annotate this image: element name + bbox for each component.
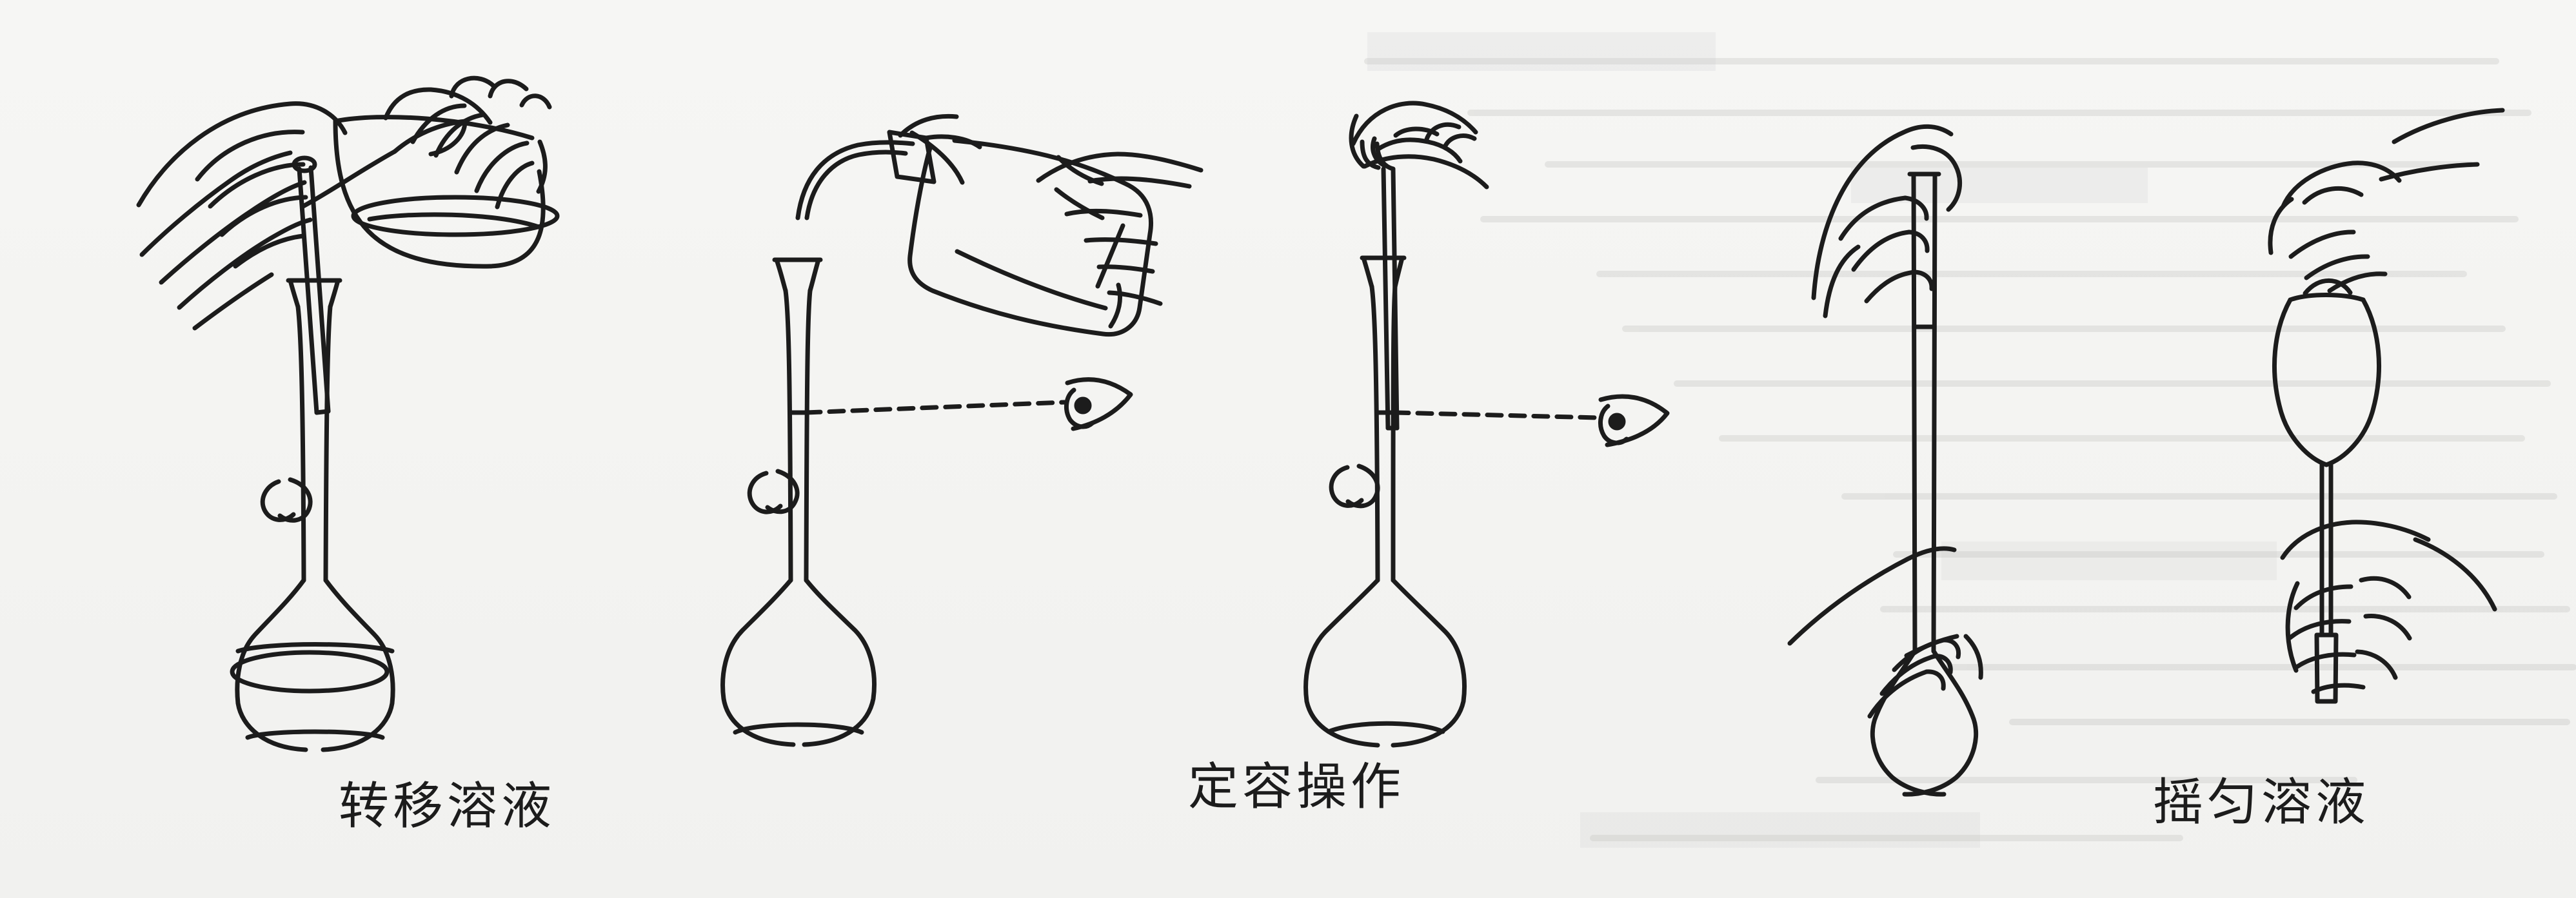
volumetric-flask-icon	[230, 278, 395, 752]
volumetric-flask-icon	[1870, 171, 1979, 797]
hand-icon	[2268, 108, 2505, 293]
eye-icon	[1598, 394, 1670, 447]
scene-shake-1	[1787, 124, 1983, 797]
sight-line	[1392, 410, 1601, 420]
hand-icon	[136, 101, 348, 331]
volumetric-flask-icon	[720, 257, 877, 747]
hand-icon	[1036, 151, 1204, 306]
hand-icon	[383, 75, 552, 210]
hand-icon	[2280, 520, 2497, 694]
wash-bottle-icon	[795, 113, 1154, 337]
caption-constant-volume: 定容操作	[1188, 758, 1405, 816]
scene-constant-volume	[720, 113, 1204, 747]
hand-icon	[1811, 124, 1963, 318]
scene-transfer	[136, 75, 560, 752]
sight-line	[804, 400, 1067, 415]
scene-shake-2	[2268, 108, 2505, 704]
hand-icon	[1787, 546, 1983, 719]
volumetric-flask-icon	[2272, 278, 2381, 704]
volumetric-flask-icon	[1303, 255, 1467, 748]
caption-transfer-solution: 转移溶液	[339, 777, 556, 835]
eye-icon	[1064, 377, 1133, 431]
beaker-icon	[301, 115, 560, 269]
caption-shake-solution: 摇匀溶液	[2153, 774, 2370, 832]
scene-dropper	[1303, 101, 1670, 748]
hand-icon	[1349, 101, 1489, 190]
